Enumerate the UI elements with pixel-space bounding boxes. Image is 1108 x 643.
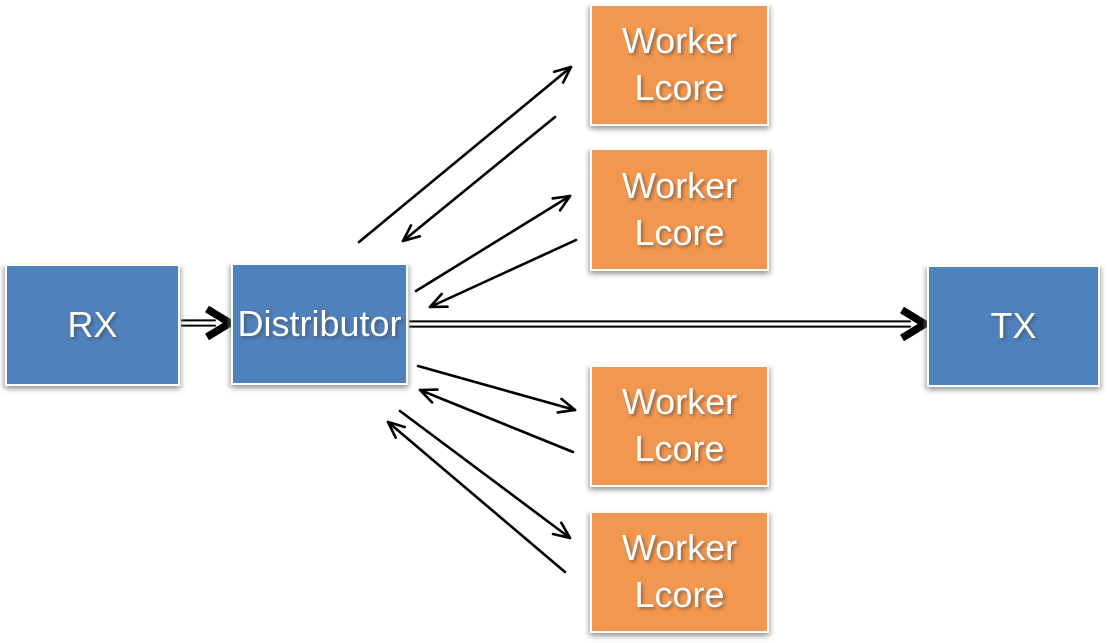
node-worker-lcore-2-label-line2: Lcore	[634, 211, 725, 253]
arrow-worker2-to-distributor	[428, 238, 578, 309]
node-worker-lcore-3-label-line2: Lcore	[634, 428, 725, 469]
arrow-worker3-to-distributor	[418, 388, 575, 454]
node-rx-label: RX	[67, 303, 118, 345]
node-worker-lcore-1: Worker Lcore	[590, 4, 769, 126]
arrow-rx-to-distributor	[181, 305, 238, 341]
node-worker-lcore-3: Worker Lcore	[590, 365, 769, 487]
node-tx: TX	[927, 265, 1100, 387]
arrow-distributor-to-worker4	[398, 409, 572, 540]
node-tx-label: TX	[990, 304, 1037, 346]
node-rx: RX	[5, 264, 180, 386]
node-worker-lcore-2: Worker Lcore	[590, 148, 769, 271]
node-distributor-label: Distributor	[237, 302, 402, 344]
arrow-worker1-to-distributor	[401, 115, 557, 243]
node-distributor: Distributor	[231, 263, 408, 385]
arrow-worker4-to-distributor	[386, 420, 567, 574]
arrow-distributor-to-worker2	[414, 194, 572, 293]
node-worker-lcore-4-label-line1: Worker	[621, 527, 738, 569]
node-worker-lcore-4-label-line2: Lcore	[634, 574, 725, 615]
arrow-distributor-to-worker1	[357, 65, 573, 244]
node-worker-lcore-1-label-line2: Lcore	[634, 67, 725, 108]
node-worker-lcore-4: Worker Lcore	[590, 511, 769, 633]
node-worker-lcore-1-label-line1: Worker	[621, 20, 738, 62]
node-worker-lcore-2-label-line1: Worker	[621, 164, 738, 206]
node-worker-lcore-3-label-line1: Worker	[621, 381, 738, 423]
arrow-distributor-to-worker3	[416, 364, 577, 414]
arrow-distributor-to-tx	[409, 306, 933, 342]
